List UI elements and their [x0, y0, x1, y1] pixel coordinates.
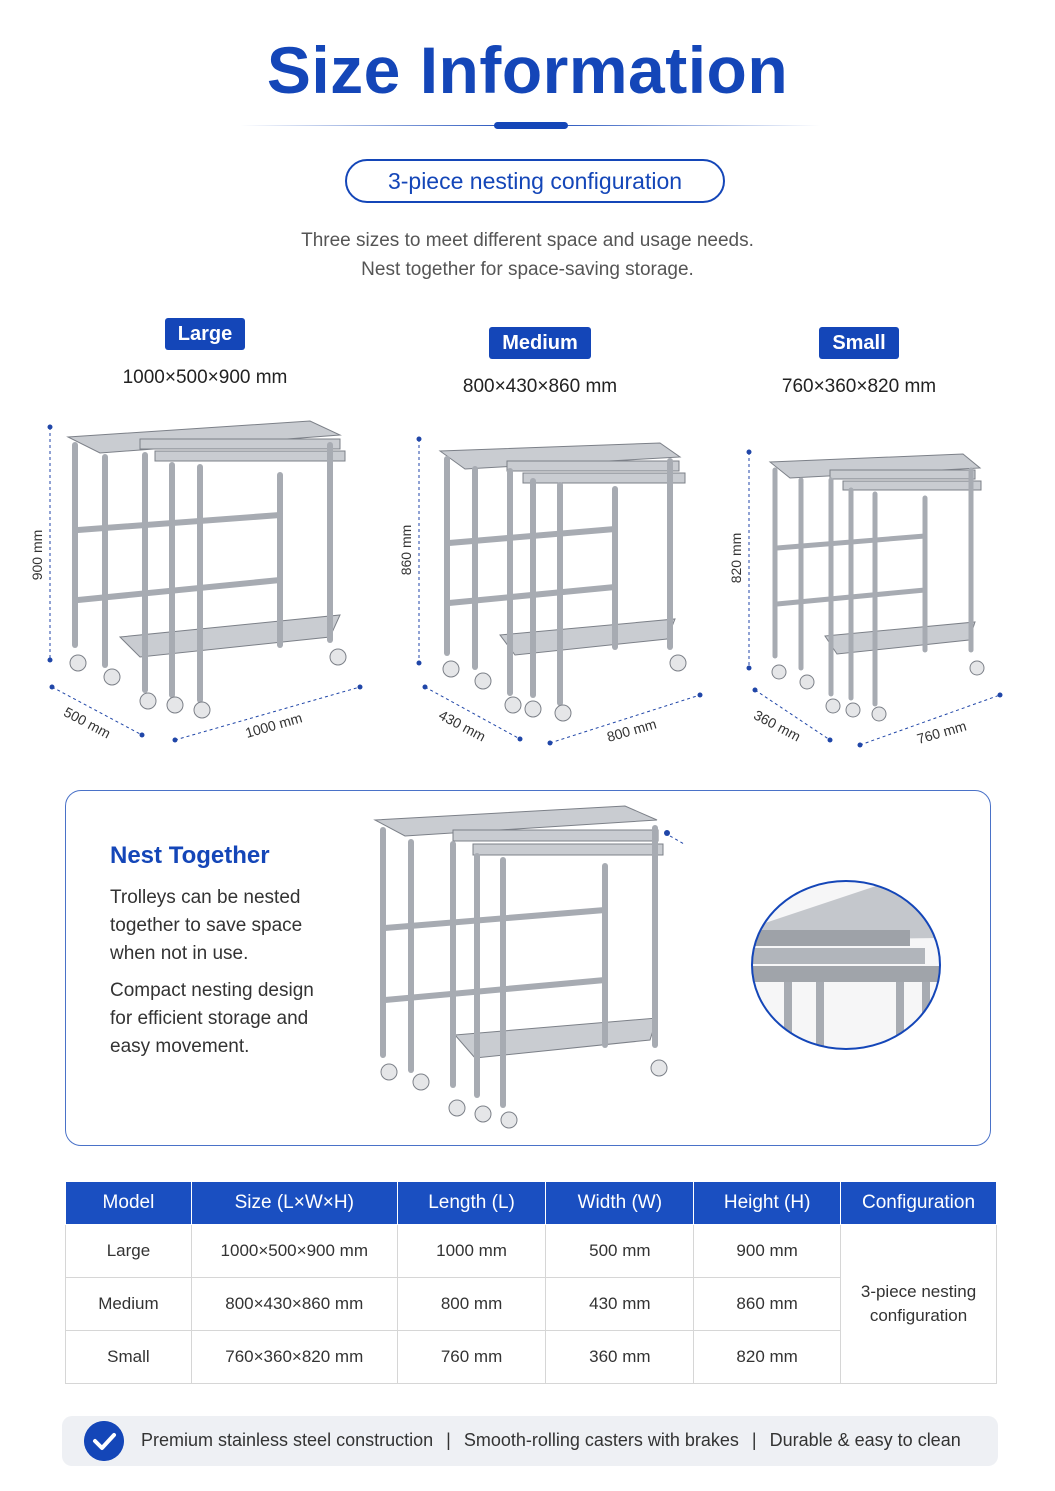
- cell-length: 760 mm: [396, 1330, 547, 1384]
- table-row: Medium 800×430×860 mm 800 mm 430 mm 860 …: [65, 1277, 997, 1331]
- small-trolley-illustration: 820 mm 360 mm 760 mm: [728, 449, 1003, 748]
- cell-width: 430 mm: [545, 1277, 695, 1331]
- cell-width: 500 mm: [545, 1224, 695, 1278]
- size-badge-small: Small: [819, 327, 899, 359]
- col-header-width: Width (W): [545, 1181, 695, 1225]
- page-title: Size Information: [266, 33, 789, 107]
- small-depth-label: 360 mm: [751, 707, 803, 745]
- cell-model: Small: [65, 1330, 192, 1384]
- size-dims-large: 1000×500×900 mm: [122, 367, 288, 388]
- small-height-label: 820 mm: [728, 533, 744, 584]
- config-pill: 3-piece nesting configuration: [345, 159, 725, 203]
- cell-length: 800 mm: [396, 1277, 547, 1331]
- cell-height: 820 mm: [693, 1330, 842, 1384]
- title-accent-bar: [494, 122, 568, 129]
- medium-length-label: 800 mm: [605, 716, 658, 745]
- cell-size: 760×360×820 mm: [190, 1330, 398, 1384]
- col-header-size: Size (L×W×H): [190, 1181, 398, 1225]
- cell-height: 900 mm: [693, 1224, 842, 1278]
- check-icon: [84, 1421, 124, 1461]
- feature-casters: Smooth-rolling casters with brakes: [463, 1430, 739, 1450]
- feature-steel: Premium stainless steel construction: [141, 1430, 434, 1450]
- large-depth-label: 500 mm: [61, 704, 113, 742]
- col-header-configuration: Configuration: [840, 1181, 997, 1225]
- size-badge-large: Large: [165, 318, 245, 350]
- size-badge-medium: Medium: [489, 327, 591, 359]
- feature-separator: |: [446, 1430, 451, 1450]
- feature-separator: |: [751, 1430, 757, 1450]
- small-length-label: 760 mm: [915, 718, 968, 747]
- cell-width: 360 mm: [545, 1330, 695, 1384]
- feature-list: Premium stainless steel construction | Smo…: [141, 1430, 961, 1451]
- size-dims-small: 760×360×820 mm: [781, 376, 937, 397]
- intro-line-2: Nest together for space-saving storage.: [361, 259, 694, 280]
- col-header-length: Length (L): [396, 1181, 547, 1225]
- col-header-model: Model: [65, 1181, 192, 1225]
- spec-table: Model Size (L×W×H) Length (L) Width (W) …: [65, 1181, 997, 1384]
- nesting-detail-zoom: [751, 880, 941, 1050]
- medium-trolley-illustration: 860 mm 430 mm 800 mm: [398, 436, 703, 746]
- nest-title: Nest Together: [110, 842, 270, 869]
- cell-length: 1000 mm: [396, 1224, 547, 1278]
- intro-text: Three sizes to meet different space and …: [0, 226, 1055, 284]
- cell-model: Large: [65, 1224, 192, 1278]
- large-height-label: 900 mm: [29, 530, 45, 581]
- large-trolley-illustration: 900 mm 500 mm 1000 mm: [29, 420, 363, 743]
- nest-paragraph-2: Compact nesting design for efficient sto…: [110, 980, 314, 1057]
- nested-trolleys-illustration: [373, 805, 685, 1129]
- size-dims-medium: 800×430×860 mm: [462, 376, 618, 397]
- table-row: Small 760×360×820 mm 760 mm 360 mm 820 m…: [65, 1330, 997, 1384]
- nest-together-panel: [65, 790, 991, 1146]
- cell-size: 1000×500×900 mm: [190, 1224, 398, 1278]
- feature-durable: Durable & easy to clean: [769, 1430, 961, 1450]
- nest-paragraph-1: Trolleys can be nested together to save …: [110, 887, 303, 964]
- feature-bar: [62, 1416, 998, 1466]
- cell-size: 800×430×860 mm: [190, 1277, 398, 1331]
- intro-line-1: Three sizes to meet different space and …: [301, 230, 754, 251]
- large-length-label: 1000 mm: [243, 709, 304, 740]
- table-header-row: Model Size (L×W×H) Length (L) Width (W) …: [65, 1181, 997, 1225]
- col-header-height: Height (H): [693, 1181, 842, 1225]
- medium-depth-label: 430 mm: [436, 707, 488, 745]
- cell-configuration: 3-piece nesting configuration: [840, 1224, 997, 1384]
- table-row: Large 1000×500×900 mm 1000 mm 500 mm 900…: [65, 1224, 997, 1384]
- cell-model: Medium: [65, 1277, 192, 1331]
- cell-height: 860 mm: [693, 1277, 842, 1331]
- medium-height-label: 860 mm: [398, 525, 414, 576]
